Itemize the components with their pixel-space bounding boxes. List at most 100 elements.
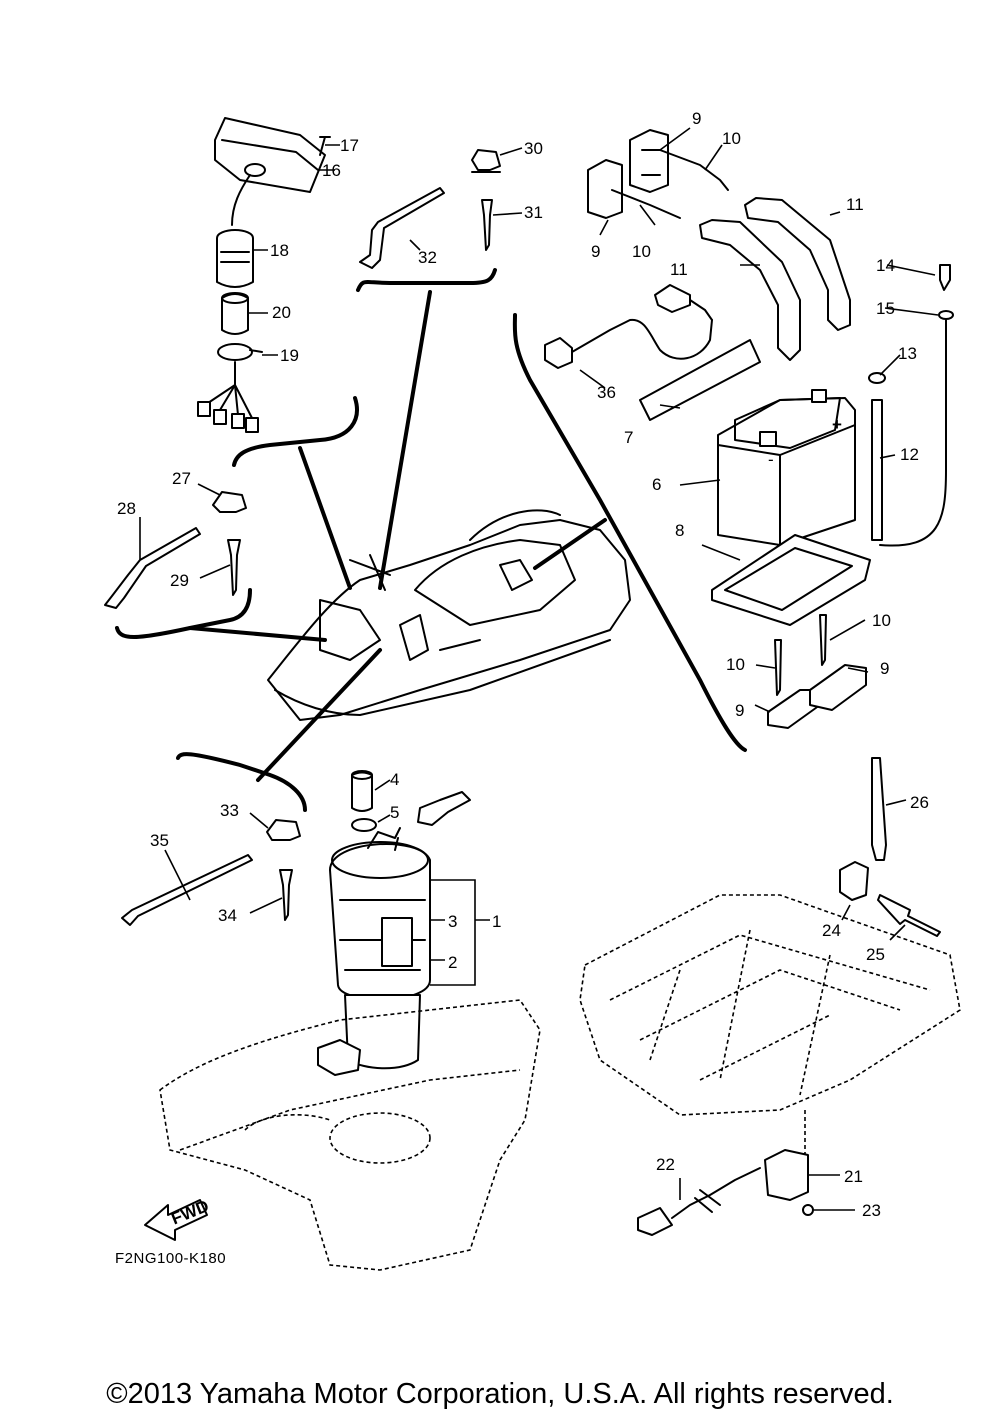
rivet-part-29[interactable]	[227, 539, 241, 596]
clip-group-24-26	[839, 757, 941, 941]
cap-part-22[interactable]	[637, 1207, 673, 1236]
callout-29: 29	[170, 571, 189, 590]
callout-4: 4	[390, 770, 399, 789]
rivet-part-31[interactable]	[481, 199, 493, 251]
rivet-part-34[interactable]	[279, 869, 293, 921]
bracket-part-9-lower-right[interactable]	[809, 664, 867, 711]
rivet-part-25[interactable]	[877, 894, 941, 937]
exploded-parts-diagram: - +	[104, 109, 961, 1271]
battery-negative-terminal: -	[768, 450, 774, 469]
hull-outline-bottom-right	[579, 894, 961, 1175]
callout-2: 2	[448, 953, 457, 972]
strap-part-11-back[interactable]	[744, 197, 851, 331]
callout-11b: 11	[670, 260, 688, 279]
screw-part-23[interactable]	[802, 1204, 814, 1216]
clip-rivet-group-30-32	[359, 147, 523, 269]
clamp-part-19[interactable]	[217, 343, 253, 361]
callout-14: 14	[876, 256, 895, 275]
battery-positive-terminal: +	[832, 415, 842, 434]
hull-outline-bottom-left	[159, 999, 541, 1271]
callout-27: 27	[172, 469, 191, 488]
callout-15: 15	[876, 299, 895, 318]
clip-part-30[interactable]	[471, 149, 501, 171]
clip-part-33[interactable]	[266, 819, 301, 841]
callout-9d: 9	[735, 701, 744, 720]
fuel-pump-group	[121, 770, 490, 1076]
callout-8: 8	[675, 521, 684, 540]
battery-location-marker	[499, 559, 533, 591]
callout-22: 22	[656, 1155, 675, 1174]
sender-cover-part-16[interactable]	[214, 117, 326, 193]
copyright-notice: ©2013 Yamaha Motor Corporation, U.S.A. A…	[106, 1378, 894, 1410]
forward-direction-arrow: FWD	[144, 1196, 211, 1241]
battery-group: - +	[544, 127, 954, 729]
detail-bracket-pump	[176, 752, 307, 812]
callout-3: 3	[448, 912, 457, 931]
sensor-part-21[interactable]	[764, 1149, 809, 1201]
callout-36: 36	[597, 383, 616, 402]
detail-bracket-battery	[512, 313, 747, 752]
callout-32: 32	[418, 248, 437, 267]
clamp-part-13[interactable]	[868, 372, 886, 384]
callout-10d: 10	[726, 655, 745, 674]
tie-wrap-part-32[interactable]	[359, 187, 445, 269]
callout-30: 30	[524, 139, 543, 158]
callout-1: 1	[492, 912, 501, 931]
fuel-pump-assy-part-1[interactable]	[329, 843, 431, 1001]
clip-part-24[interactable]	[839, 861, 869, 901]
callout-18: 18	[270, 241, 289, 260]
fitting-part-14[interactable]	[879, 319, 947, 547]
callout-numbers: 1 2 3 4 5 6 7 8 9 9 9 9 10 10 10 10 11 1…	[117, 109, 929, 1220]
callout-11a: 11	[846, 195, 864, 214]
callout-35: 35	[150, 831, 169, 850]
callout-25: 25	[866, 945, 885, 964]
callout-17: 17	[340, 136, 359, 155]
callout-23: 23	[862, 1201, 881, 1220]
spacer-part-20[interactable]	[221, 293, 249, 335]
pad-part-7[interactable]	[639, 339, 761, 421]
detail-bracket-top-left	[232, 396, 359, 467]
nut-part-4[interactable]	[351, 771, 373, 812]
callout-24: 24	[822, 921, 841, 940]
detail-bracket-top-center	[356, 268, 497, 292]
callout-9a: 9	[692, 109, 701, 128]
callout-13: 13	[898, 344, 917, 363]
callout-33: 33	[220, 801, 239, 820]
clamp-part-15[interactable]	[938, 310, 954, 320]
sensor-group-21-23	[637, 1149, 855, 1236]
callout-34: 34	[218, 906, 237, 925]
clamp-part-5[interactable]	[351, 818, 377, 832]
screw-part-17[interactable]	[319, 136, 331, 156]
callout-10b: 10	[632, 242, 651, 261]
callout-10a: 10	[722, 129, 741, 148]
connector-part-36[interactable]	[544, 337, 573, 369]
breather-tube-part-12[interactable]	[871, 399, 883, 541]
callout-10c: 10	[872, 611, 891, 630]
callout-5: 5	[390, 803, 399, 822]
bracket-part-9-upper[interactable]	[629, 129, 669, 193]
rivet-part-10-lower-right[interactable]	[819, 614, 827, 666]
callout-12: 12	[900, 445, 919, 464]
fitting-part-5b[interactable]	[417, 791, 471, 826]
callout-9b: 9	[591, 242, 600, 261]
battery-box-part-8[interactable]	[711, 534, 871, 626]
tie-wrap-part-26[interactable]	[871, 757, 887, 861]
pump-part-3[interactable]	[381, 917, 413, 967]
rivet-part-10-lower-left[interactable]	[774, 639, 782, 696]
callout-9c: 9	[880, 659, 889, 678]
callout-31: 31	[524, 203, 543, 222]
tie-wrap-part-28[interactable]	[104, 527, 201, 609]
clip-part-27[interactable]	[212, 491, 247, 513]
bracket-part-9-left[interactable]	[587, 159, 623, 219]
callout-28: 28	[117, 499, 136, 518]
diagram-code: F2NG100-K180	[115, 1250, 227, 1267]
callout-19: 19	[280, 346, 299, 365]
callout-6: 6	[652, 475, 661, 494]
callout-26: 26	[910, 793, 929, 812]
watercraft-body	[267, 509, 631, 721]
clip-rivet-group-27-29	[104, 483, 247, 609]
callout-20: 20	[272, 303, 291, 322]
callout-16: 16	[322, 161, 341, 180]
tie-wrap-part-35[interactable]	[121, 854, 253, 926]
strap-part-11-front[interactable]	[699, 219, 801, 361]
